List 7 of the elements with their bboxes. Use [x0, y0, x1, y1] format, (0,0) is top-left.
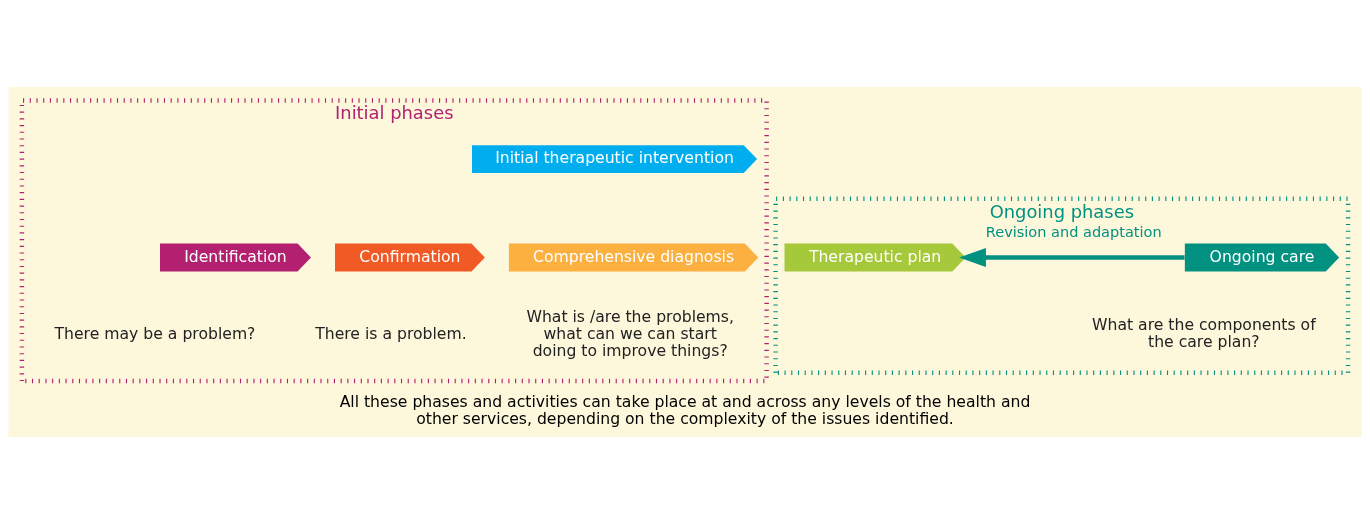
- edge-label: Revision and adaptation: [985, 223, 1162, 240]
- node-label: There is a problem.: [315, 323, 467, 343]
- arrow: [959, 248, 1185, 267]
- caption: All these phases and activities can take place at and across any levels of the health and other services, depending on the complexity of the issues identified.: [339, 392, 1031, 428]
- node-label: There may be a problem?: [54, 323, 256, 343]
- node-label: What is /are the problems, what can we can start doing to improve things?: [526, 307, 734, 360]
- node-label: What are the components of the care plan?: [1092, 315, 1316, 352]
